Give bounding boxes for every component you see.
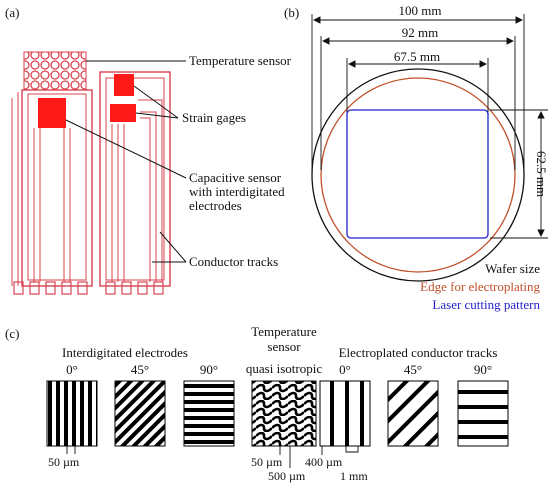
- wafer-drawing: [311, 68, 525, 282]
- square-electroplated-45: [387, 380, 439, 447]
- temperature-sensor-mesh: [23, 51, 87, 91]
- dim-500um-temperature: 500 µm: [268, 469, 306, 483]
- square-interdigitated-45: [114, 380, 166, 447]
- dim-1mm-electroplated: 1 mm: [340, 469, 368, 483]
- left-device-inner: [27, 93, 87, 281]
- pattern-squares: [46, 380, 509, 447]
- capacitive-sensor-label-2: with interdigitated: [189, 184, 285, 199]
- dim-400um-electroplated: 400 µm: [305, 455, 343, 469]
- square-temperature: [251, 380, 317, 447]
- right-conductor-tracks: [111, 99, 163, 282]
- right-device-inner: [105, 77, 165, 281]
- leader-strain-1: [133, 85, 179, 119]
- dim-62-5-label: 62.5 mm: [534, 151, 549, 197]
- angle-label-id-0: 0°: [66, 362, 78, 377]
- annotation-leaders: [65, 60, 187, 263]
- square-interdigitated-90: [183, 380, 235, 447]
- electroplated-title: Electroplated conductor tracks: [339, 345, 498, 360]
- temperature-sensor-label: Temperature sensor: [189, 53, 292, 68]
- leader-capacitive: [65, 119, 187, 179]
- sensor-layout: [11, 51, 171, 295]
- angle-label-id-45: 45°: [131, 362, 149, 377]
- legend-electroplating-edge: Edge for electroplating: [420, 279, 540, 294]
- square-electroplated-0: [319, 380, 371, 447]
- dim-50um-interdigitated: 50 µm: [48, 455, 80, 469]
- angle-label-id-90: 90°: [200, 362, 218, 377]
- capacitive-sensor-pad: [38, 98, 66, 128]
- right-device-outline: [99, 71, 171, 287]
- legend-laser-cutting: Laser cutting pattern: [432, 297, 540, 312]
- leader-strain-2: [135, 112, 179, 119]
- angle-label-ep-45: 45°: [404, 362, 422, 377]
- angle-label-ep-0: 0°: [339, 362, 351, 377]
- temperature-title-2: sensor: [267, 339, 301, 354]
- conductor-tracks-label: Conductor tracks: [189, 254, 278, 269]
- angle-label-ep-90: 90°: [474, 362, 492, 377]
- dim-67-5-label: 67.5 mm: [394, 49, 440, 64]
- wafer-size-circle: [311, 68, 525, 282]
- quasi-isotropic-label: quasi isotropic: [246, 361, 322, 376]
- laser-cutting-rect: [346, 109, 489, 239]
- electroplating-edge-circle: [320, 77, 516, 273]
- strain-gage-top: [114, 74, 134, 96]
- dim-50um-temperature: 50 µm: [251, 455, 283, 469]
- strain-gages-label: Strain gages: [182, 110, 246, 125]
- dimension-lines: [311, 14, 548, 239]
- strain-gage-bottom: [110, 104, 136, 122]
- panel-label-b: (b): [284, 5, 299, 20]
- capacitive-sensor-label-1: Capacitive sensor: [189, 170, 282, 185]
- panel-label-c: (c): [5, 326, 19, 341]
- left-device-outline: [21, 89, 93, 287]
- panel-label-a: (a): [5, 5, 19, 20]
- temperature-title-1: Temperature: [251, 324, 317, 339]
- legend-wafer-size: Wafer size: [485, 261, 540, 276]
- dim-92-label: 92 mm: [402, 25, 438, 40]
- interdigitated-title: Interdigitated electrodes: [62, 345, 188, 360]
- capacitive-sensor-label-3: electrodes: [189, 198, 242, 213]
- left-edge-tracks: [11, 92, 19, 286]
- leader-conductor-1: [159, 231, 187, 263]
- square-electroplated-90: [457, 380, 509, 447]
- square-interdigitated-0: [46, 380, 98, 447]
- left-conductor-tracks: [33, 128, 71, 282]
- scale-callouts: [66, 446, 359, 468]
- dim-100-label: 100 mm: [399, 3, 442, 18]
- contact-pads: [13, 281, 164, 295]
